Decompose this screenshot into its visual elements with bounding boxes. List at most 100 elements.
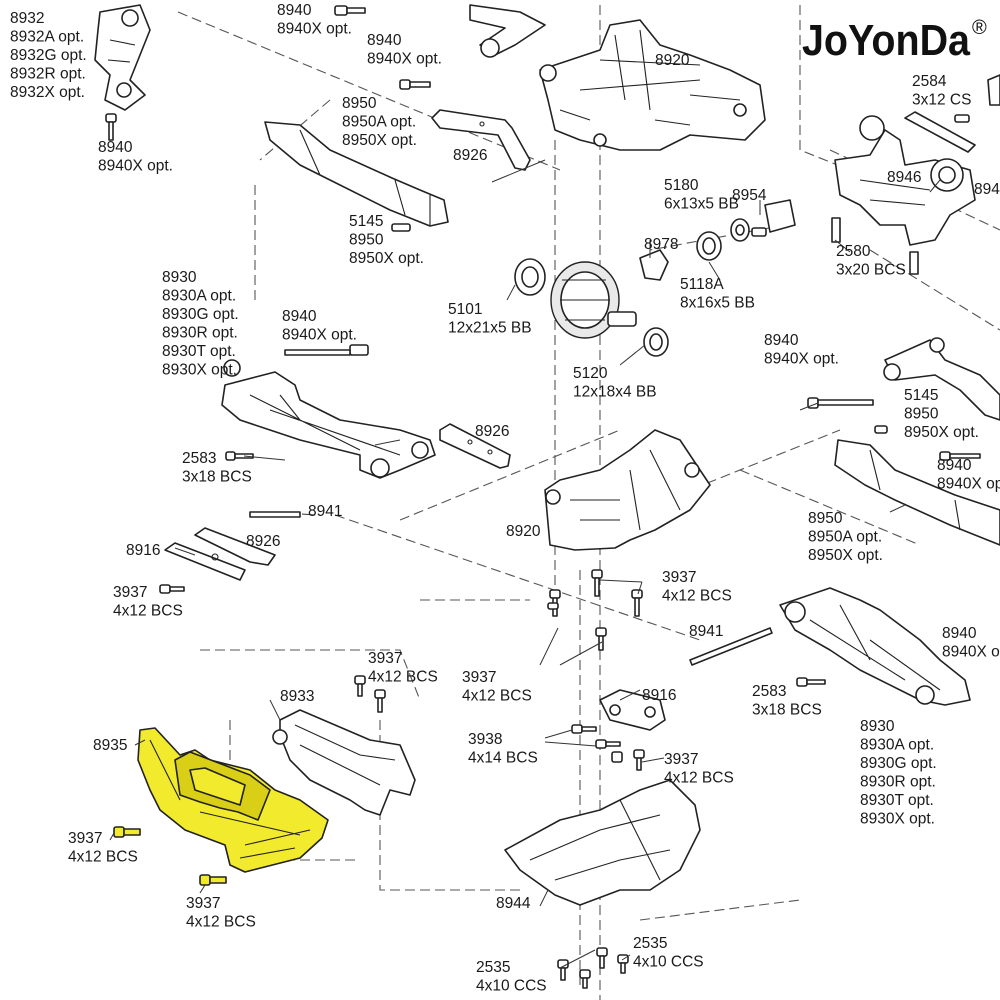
callout-line: 8940 <box>764 332 799 349</box>
callout-line: 8930T opt. <box>860 792 934 809</box>
callout-3937-housing: 3937 4x12 BCS <box>662 569 732 605</box>
callout-line: 8920 <box>506 523 541 540</box>
callout-line: 3938 <box>468 731 502 748</box>
callout-line: 8940X o <box>942 644 1000 661</box>
callout-line: 8940 <box>942 625 977 642</box>
callout-line: 8933 <box>280 688 314 705</box>
callout-line: 5120 <box>573 365 608 382</box>
top-hinge-pin-screw <box>399 79 431 90</box>
callout-line: 5101 <box>448 301 482 318</box>
callout-line: 8932X opt. <box>10 84 85 101</box>
callout-8926-left: 8926 <box>246 533 280 550</box>
callout-line: 5118A <box>680 276 724 293</box>
callout-line: 12x21x5 BB <box>448 320 532 337</box>
servo-mount-assembly <box>831 74 1000 275</box>
svg-text:JoYonDa: JoYonDa <box>802 16 970 65</box>
callout-line: 8940 <box>282 308 317 325</box>
callout-line: 8930R opt. <box>860 774 936 791</box>
rear-axle-link <box>431 109 531 171</box>
bumper-mount <box>272 675 416 816</box>
callout-line: 8940X opt. <box>282 327 357 344</box>
callout-line: 8930R opt. <box>162 325 238 342</box>
callout-line: 8930 <box>162 269 197 286</box>
callout-line: 8940X opt. <box>98 158 173 175</box>
callout-line: 4x10 CCS <box>476 978 547 995</box>
callout-3937-center: 3937 4x12 BCS <box>462 669 532 705</box>
callout-line: 4x12 BCS <box>664 770 734 787</box>
callout-line: 3937 <box>68 830 102 847</box>
skid-plate <box>504 779 701 989</box>
callout-8940-edge: 8940 8940X o <box>942 625 1000 661</box>
callout-8926-mid: 8926 <box>475 423 509 440</box>
callout-line: 8932G opt. <box>10 47 87 64</box>
front-bumper-highlight <box>113 727 329 886</box>
callout-8935: 8935 <box>93 737 127 754</box>
callout-8978: 8978 <box>644 236 678 253</box>
callout-line: 8940X opt. <box>277 21 352 38</box>
callout-line: 5180 <box>664 177 699 194</box>
callout-line: 4x12 BCS <box>662 588 732 605</box>
callout-line: 3937 <box>462 669 496 686</box>
callout-line: 2584 <box>912 73 947 90</box>
callout-line: 3x18 BCS <box>752 702 822 719</box>
callout-line: 8930X opt. <box>860 811 935 828</box>
callout-line: 4x10 CCS <box>633 954 704 971</box>
callout-line: 2580 <box>836 243 871 260</box>
right-driveshaft <box>834 425 1000 546</box>
callout-line: 5145 <box>904 387 938 404</box>
callout-line: 8940 <box>277 2 312 19</box>
callout-3938: 3938 4x14 BCS <box>468 731 538 767</box>
callout-line: 8935 <box>93 737 127 754</box>
callout-line: 8940 <box>937 457 972 474</box>
callout-line: 8932R opt. <box>10 66 86 83</box>
leader-lines <box>109 159 941 969</box>
callout-line: 8944 <box>496 895 531 912</box>
callout-line: 8930T opt. <box>162 343 236 360</box>
callout-line: 8932A opt. <box>10 29 84 46</box>
callout-line: 8978 <box>644 236 678 253</box>
top-upper-arm <box>334 4 546 58</box>
callout-line: 8926 <box>475 423 509 440</box>
callout-8920-top: 8920 <box>655 52 690 69</box>
callout-line: 4x12 BCS <box>462 688 532 705</box>
callout-line: 3x18 BCS <box>182 469 252 486</box>
callout-5118a: 5118A 8x16x5 BB <box>680 276 755 312</box>
callout-line: 4x14 BCS <box>468 750 538 767</box>
callout-8946: 8946 <box>887 169 921 186</box>
callout-line: 3937 <box>662 569 696 586</box>
bumper-screw-upper <box>113 826 141 838</box>
callout-8916-front: 8916 <box>642 687 676 704</box>
bumper-screw-lower <box>199 874 227 886</box>
callout-line: 3937 <box>186 895 220 912</box>
callout-line: 8916 <box>642 687 676 704</box>
callout-line: 8x16x5 BB <box>680 295 755 312</box>
callout-line: 8930G opt. <box>162 306 239 323</box>
callout-line: 3937 <box>368 650 402 667</box>
callout-line: 8926 <box>453 147 487 164</box>
differential-assembly <box>514 199 796 357</box>
callout-8940-mid-left: 8940 8940X opt. <box>282 308 357 344</box>
callout-line: 8946 <box>887 169 921 186</box>
callout-5101: 5101 12x21x5 BB <box>448 301 532 337</box>
top-left-screw <box>105 113 117 141</box>
callout-line: 3937 <box>664 751 698 768</box>
callout-line: 8940 <box>98 139 133 156</box>
callout-line: 8916 <box>126 542 160 559</box>
callout-line: 2583 <box>182 450 216 467</box>
callout-3937-block: 3937 4x12 BCS <box>664 751 734 787</box>
left-lower-arm <box>221 344 436 479</box>
callout-line: 8930X opt. <box>162 362 237 379</box>
callout-line: 8940X opt. <box>367 51 442 68</box>
callout-8920-front: 8920 <box>506 523 541 540</box>
callout-8941-right: 8941 <box>689 623 723 640</box>
callout-8933: 8933 <box>280 688 314 705</box>
callout-line: 5145 <box>349 213 383 230</box>
